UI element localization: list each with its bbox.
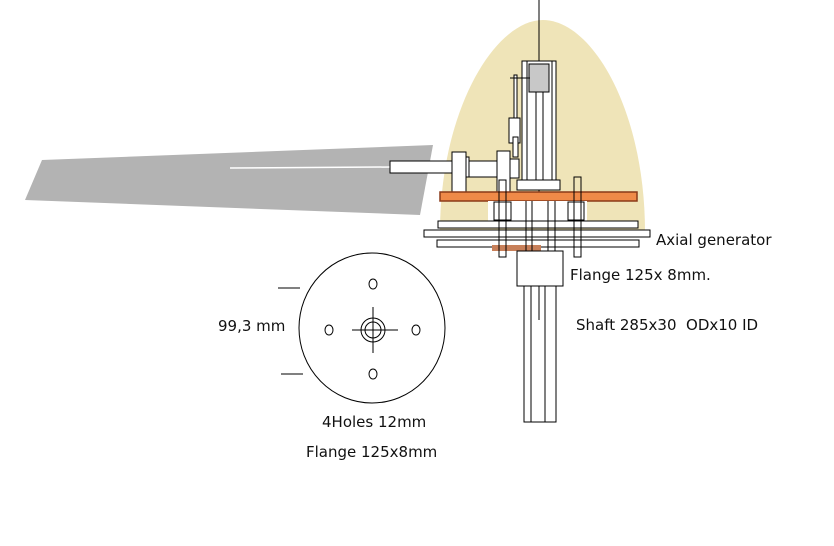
blade-highlight	[229, 166, 393, 169]
under-plate	[488, 201, 587, 222]
label-shaft: Shaft 285x30 ODx10 ID	[576, 316, 759, 334]
flange-block	[516, 250, 564, 287]
side-part	[512, 136, 519, 158]
hole-icon	[324, 324, 334, 336]
tower-base	[516, 179, 561, 191]
hole-icon	[411, 324, 421, 336]
gray-block	[528, 63, 550, 93]
spacer	[492, 245, 541, 251]
mount-plate	[439, 191, 638, 202]
disk-1	[437, 220, 639, 229]
rod-left	[389, 160, 453, 174]
nut	[567, 201, 585, 221]
label-diameter: 99,3 mm	[218, 317, 286, 335]
hole-icon	[368, 278, 378, 290]
hole-icon	[368, 368, 378, 380]
hub-left	[451, 151, 467, 193]
bolt	[573, 176, 582, 258]
label-holes: 4Holes 12mm	[322, 413, 427, 431]
shaft	[523, 285, 557, 423]
blade	[25, 145, 433, 215]
side-part	[509, 158, 520, 179]
nut	[493, 201, 512, 221]
rod-mid	[468, 160, 498, 178]
bolt	[498, 179, 507, 258]
disk-2	[423, 229, 651, 238]
label-flange-side: Flange 125x 8mm.	[570, 266, 711, 284]
label-flange-front: Flange 125x8mm	[306, 443, 438, 461]
hub-collar	[465, 156, 470, 178]
label-axial-generator: Axial generator	[656, 231, 772, 249]
